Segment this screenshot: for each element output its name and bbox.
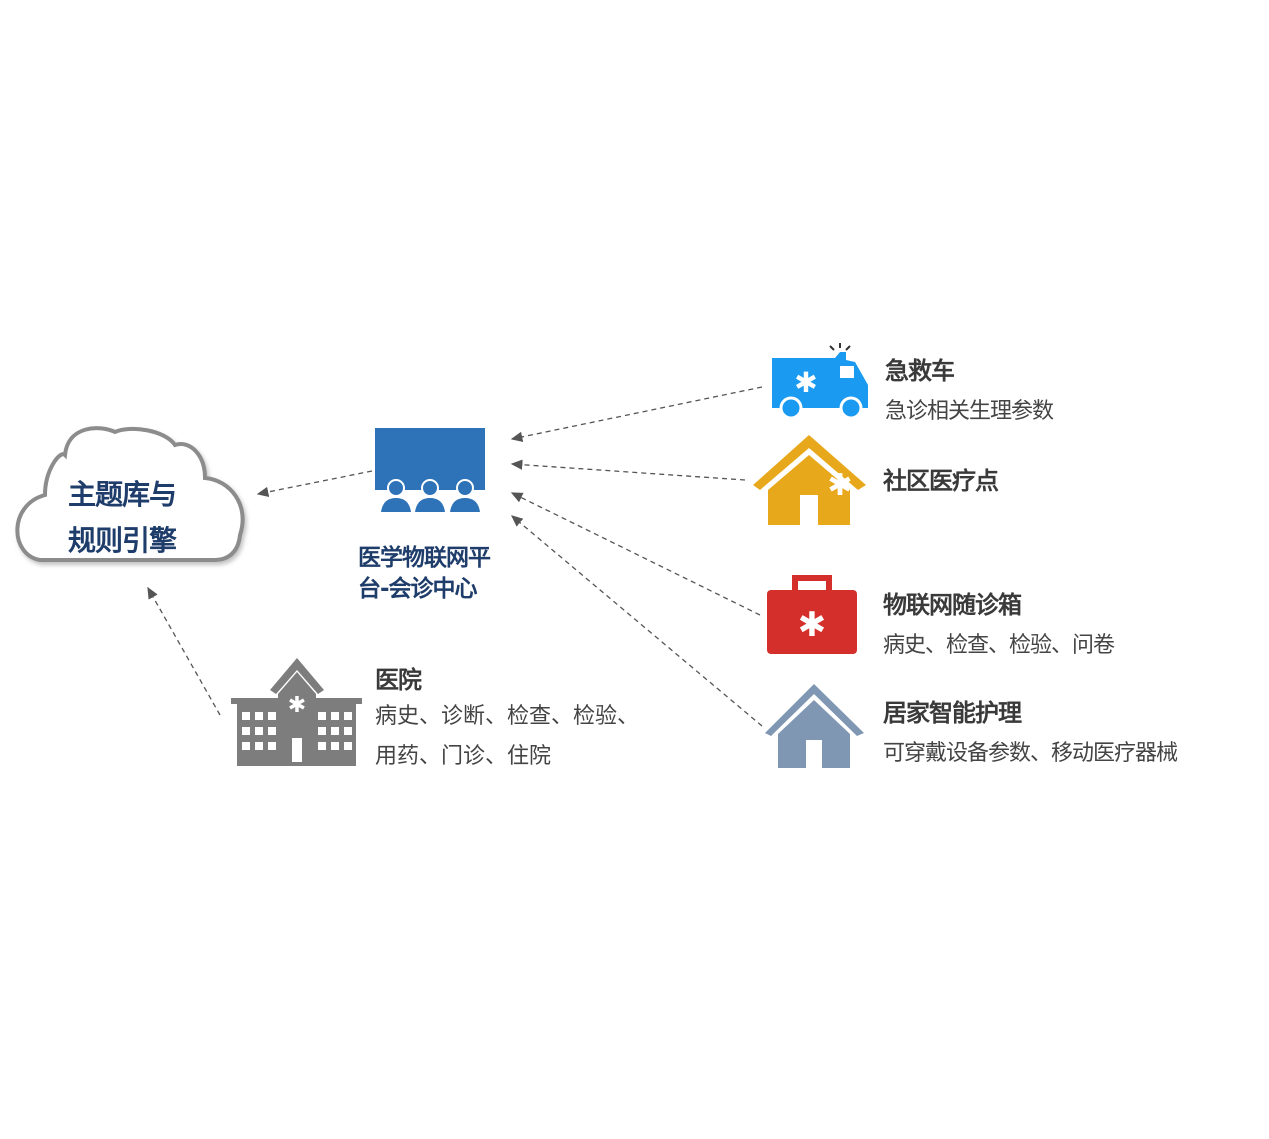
rule-engine-line2: 规则引擎 [67,524,177,557]
platform-line2: 台-会诊中心 [358,576,478,602]
arrow-hospital-to-engine [147,586,221,716]
home-care-title: 居家智能护理 [883,699,1022,727]
ambulance-icon: ✱ [772,343,868,420]
flow-arrows [147,386,763,727]
svg-text:✱: ✱ [794,366,817,399]
home-care-icon [765,684,864,768]
hospital-icon: ✱ [231,658,362,766]
hospital-desc: 病史、诊断、检查、检验、用药、门诊、住院 [375,704,640,769]
arrow-platform-to-engine [256,470,373,498]
community-title: 社区医疗点 [883,467,999,495]
consultation-center-icon [375,428,485,512]
arrow-community-to-platform [510,459,746,481]
iot-box-desc: 病史、检查、检验、问卷 [883,633,1115,658]
cloud-icon [15,426,245,562]
hospital-title: 医院 [375,666,422,694]
arrow-ambulance-to-platform [510,386,763,442]
home-care-desc: 可穿戴设备参数、移动医疗器械 [883,741,1178,766]
community-clinic-icon: ✱ [753,435,866,525]
arrow-homecare-to-platform [511,515,763,727]
rule-engine-line1: 主题库与 [67,478,177,511]
ambulance-title: 急救车 [885,357,955,385]
iot-box-title: 物联网随诊箱 [883,591,1022,619]
medical-kit-icon: ✱ [767,575,857,654]
ambulance-desc: 急诊相关生理参数 [885,399,1054,424]
platform-label: 医学物联网平 台-会诊中心 [358,543,528,605]
svg-text:✱: ✱ [288,693,306,718]
arrow-iotbox-to-platform [510,492,761,616]
platform-line1: 医学物联网平 [358,545,491,571]
svg-text:✱: ✱ [798,605,827,645]
svg-text:✱: ✱ [827,468,852,503]
rule-engine-label: 主题库与 规则引擎 [42,472,202,564]
